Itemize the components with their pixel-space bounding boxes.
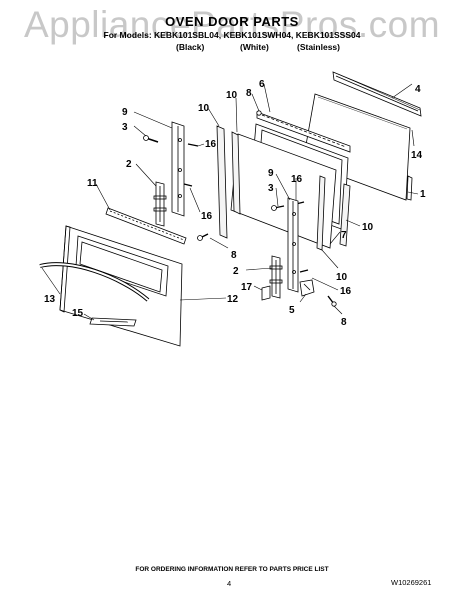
gasket-strip-left-a [216, 125, 228, 239]
callout-8-top: 8 [246, 88, 252, 99]
callout-8-mid: 8 [231, 250, 237, 261]
callout-15: 15 [72, 308, 84, 319]
outer-door-panel-part [59, 225, 183, 347]
left-hinge-channel-part [171, 121, 185, 217]
callout-5: 5 [289, 305, 295, 316]
callout-14: 14 [411, 150, 423, 161]
callout-10-top-a: 10 [226, 90, 238, 101]
outer-glass-part [302, 93, 411, 201]
callout-12: 12 [227, 294, 239, 305]
side-strip-part [406, 175, 413, 201]
callout-10-right-a: 10 [362, 222, 374, 233]
callout-16-left-a: 16 [205, 139, 217, 150]
callout-1: 1 [420, 189, 426, 200]
callout-2-left: 2 [126, 159, 132, 170]
insulation-strip-part [105, 207, 187, 245]
callout-16-left-b: 16 [201, 211, 213, 222]
page-title: OVEN DOOR PARTS [165, 14, 299, 29]
vent-rail-part [256, 110, 351, 153]
page-number: 4 [227, 579, 232, 588]
callout-8-bottom: 8 [341, 317, 347, 328]
callout-17: 17 [241, 282, 253, 293]
top-trim-part [332, 71, 422, 117]
ordering-note: FOR ORDERING INFORMATION REFER TO PARTS … [135, 566, 329, 573]
callout-2-right: 2 [233, 266, 239, 277]
right-hinge-part [269, 255, 283, 299]
badge-part [89, 317, 137, 327]
callout-10-top-b: 10 [198, 103, 210, 114]
finish-black: (Black) [176, 42, 205, 52]
callout-10-right-b: 10 [336, 272, 348, 283]
callout-7: 7 [341, 230, 347, 241]
finish-white: (White) [240, 42, 269, 52]
handle-part [39, 262, 150, 302]
clip-part [261, 285, 271, 301]
bracket-part [299, 279, 315, 297]
callout-13: 13 [44, 294, 56, 305]
document-id: W10269261 [391, 578, 432, 587]
gasket-strip-right [339, 183, 351, 247]
models-line: For Models: KEBK101SBL04, KEBK101SWH04, … [103, 30, 361, 40]
gasket-strip-left-b [231, 131, 241, 215]
right-hinge-channel-part [287, 197, 299, 293]
callout-3-left: 3 [122, 122, 128, 133]
left-hinge-part [153, 181, 167, 227]
callout-9-right: 9 [268, 168, 274, 179]
screw-parts [143, 135, 337, 307]
callout-9-left: 9 [122, 107, 128, 118]
callout-16-right-a: 16 [291, 174, 303, 185]
callout-6: 6 [259, 79, 265, 90]
callout-3-right: 3 [268, 183, 274, 194]
callout-11: 11 [87, 178, 98, 189]
callout-16-right-b: 16 [340, 286, 352, 297]
finish-stainless: (Stainless) [297, 42, 340, 52]
watermark: AppliancePartsPros.com [23, 4, 441, 45]
callout-4: 4 [415, 84, 421, 95]
